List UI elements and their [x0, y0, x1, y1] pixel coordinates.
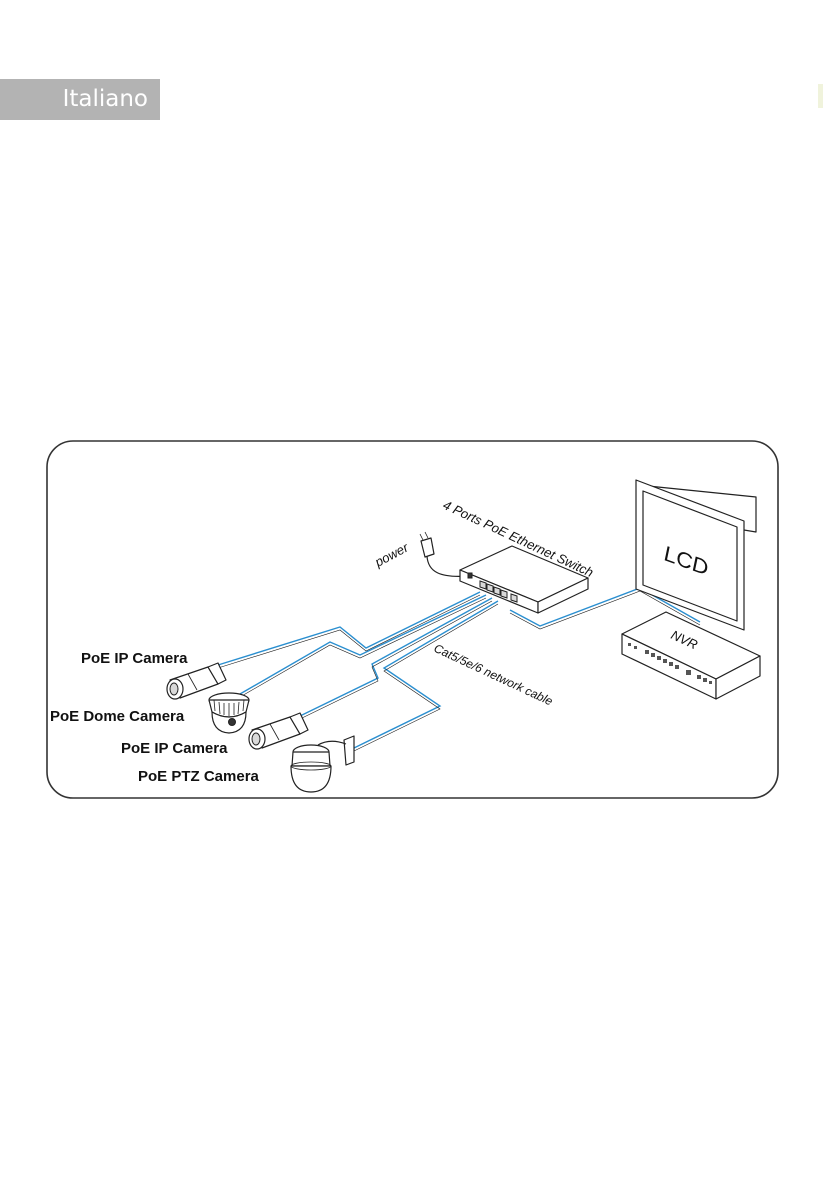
camera-label-dome: PoE Dome Camera — [50, 708, 185, 725]
camera-label-ip-1: PoE IP Camera — [81, 650, 188, 667]
camera-label-ip-2: PoE IP Camera — [121, 740, 228, 757]
camera-label-ptz: PoE PTZ Camera — [138, 768, 260, 785]
